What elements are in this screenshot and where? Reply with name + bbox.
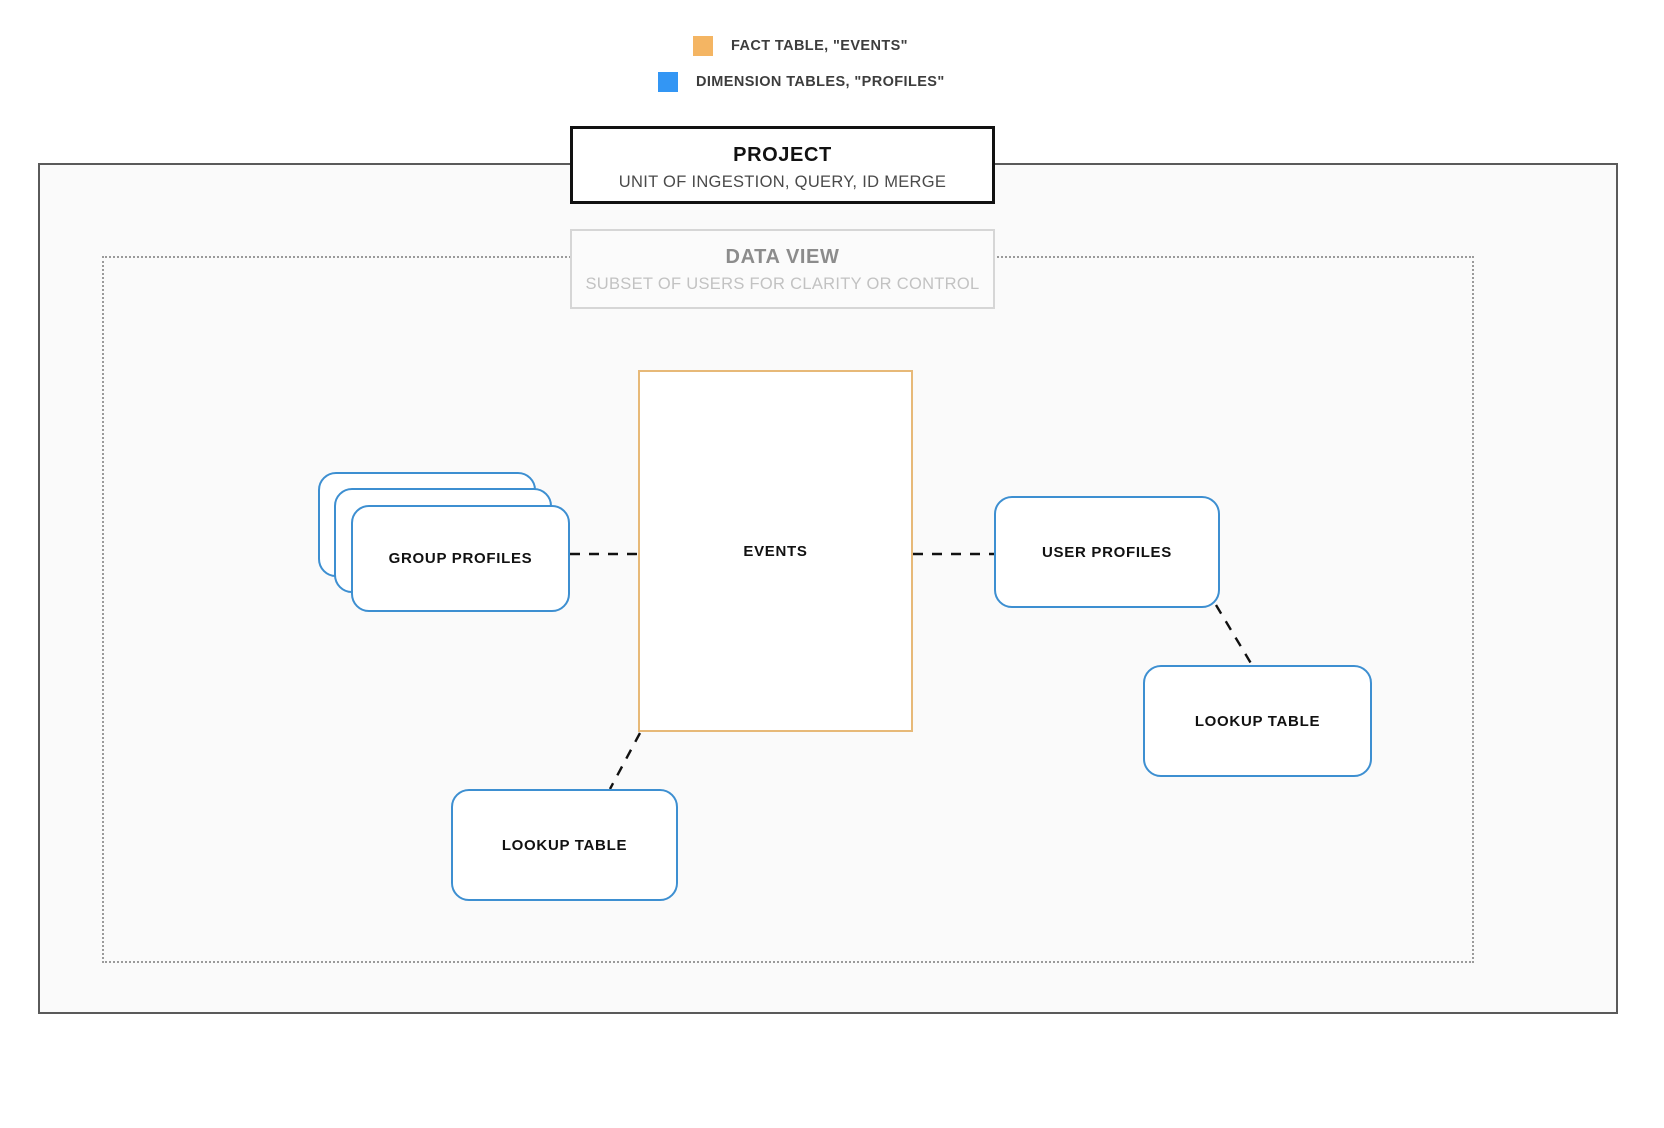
legend-label-dimension-table: DIMENSION TABLES, "PROFILES" [696, 74, 945, 90]
data-view-subtitle: SUBSET OF USERS FOR CLARITY OR CONTROL [585, 275, 980, 293]
legend-item-dimension-table: DIMENSION TABLES, "PROFILES" [658, 72, 945, 92]
project-subtitle: UNIT OF INGESTION, QUERY, ID MERGE [618, 173, 947, 191]
node-lookup-table-left[interactable]: LOOKUP TABLE [451, 789, 678, 901]
node-events[interactable]: EVENTS [638, 370, 913, 732]
data-view-title-card[interactable]: DATA VIEW SUBSET OF USERS FOR CLARITY OR… [570, 229, 995, 309]
node-user-profiles[interactable]: USER PROFILES [994, 496, 1220, 608]
project-title-card[interactable]: PROJECT UNIT OF INGESTION, QUERY, ID MER… [570, 126, 995, 204]
group-profiles-stack-card-front[interactable]: GROUP PROFILES [351, 505, 570, 612]
node-group-profiles[interactable]: GROUP PROFILES [318, 472, 570, 612]
project-title: PROJECT [733, 144, 832, 166]
node-events-label: EVENTS [743, 542, 808, 560]
legend-item-fact-table: FACT TABLE, "EVENTS" [693, 36, 908, 56]
legend-label-fact-table: FACT TABLE, "EVENTS" [731, 38, 908, 54]
node-group-profiles-label: GROUP PROFILES [388, 550, 533, 567]
legend-swatch-orange-icon [693, 36, 713, 56]
data-view-title: DATA VIEW [725, 246, 840, 268]
node-user-profiles-label: USER PROFILES [1042, 543, 1172, 561]
legend-swatch-blue-icon [658, 72, 678, 92]
node-lookup-table-left-label: LOOKUP TABLE [501, 836, 628, 854]
node-lookup-table-right[interactable]: LOOKUP TABLE [1143, 665, 1372, 777]
node-lookup-table-right-label: LOOKUP TABLE [1194, 712, 1321, 730]
